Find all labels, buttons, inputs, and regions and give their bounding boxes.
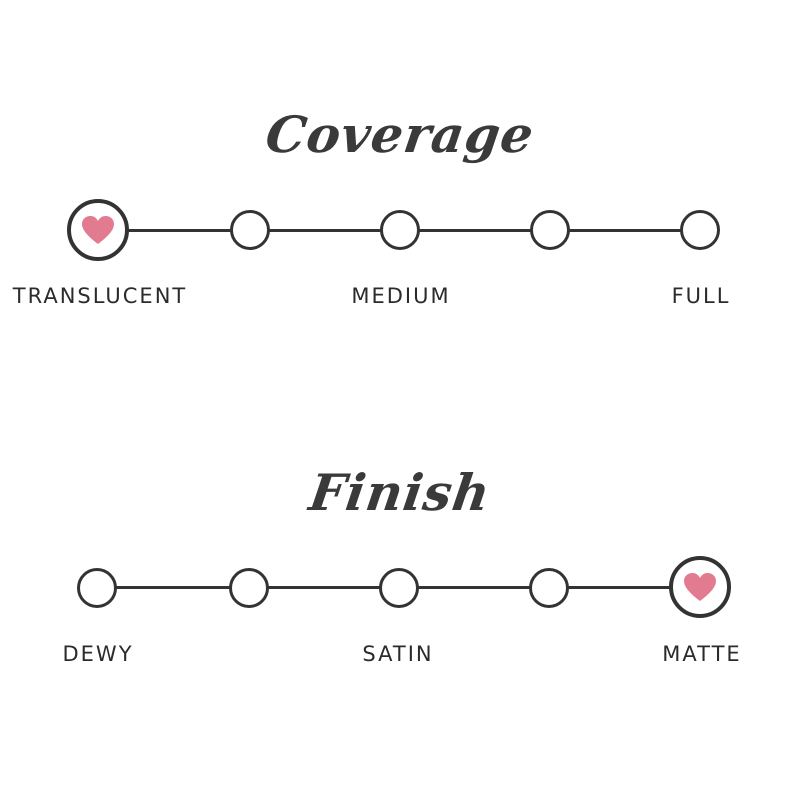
coverage-label-medium: MEDIUM	[351, 284, 451, 308]
finish-point-2[interactable]	[229, 568, 269, 608]
coverage-point-1-selected[interactable]	[67, 199, 129, 261]
coverage-point-5[interactable]	[680, 210, 720, 250]
coverage-title: Coverage	[262, 105, 538, 164]
coverage-label-full: FULL	[671, 284, 731, 308]
heart-icon	[82, 216, 114, 244]
finish-point-1[interactable]	[77, 568, 117, 608]
finish-label-satin: SATIN	[362, 642, 434, 666]
finish-title: Finish	[305, 463, 495, 522]
coverage-label-translucent: TRANSLUCENT	[12, 284, 188, 308]
finish-label-dewy: DEWY	[62, 642, 134, 666]
finish-point-4[interactable]	[529, 568, 569, 608]
heart-icon	[684, 573, 716, 601]
finish-point-5-selected[interactable]	[669, 556, 731, 618]
coverage-point-3[interactable]	[380, 210, 420, 250]
coverage-point-4[interactable]	[530, 210, 570, 250]
coverage-point-2[interactable]	[230, 210, 270, 250]
finish-point-3[interactable]	[379, 568, 419, 608]
finish-label-matte: MATTE	[662, 642, 742, 666]
